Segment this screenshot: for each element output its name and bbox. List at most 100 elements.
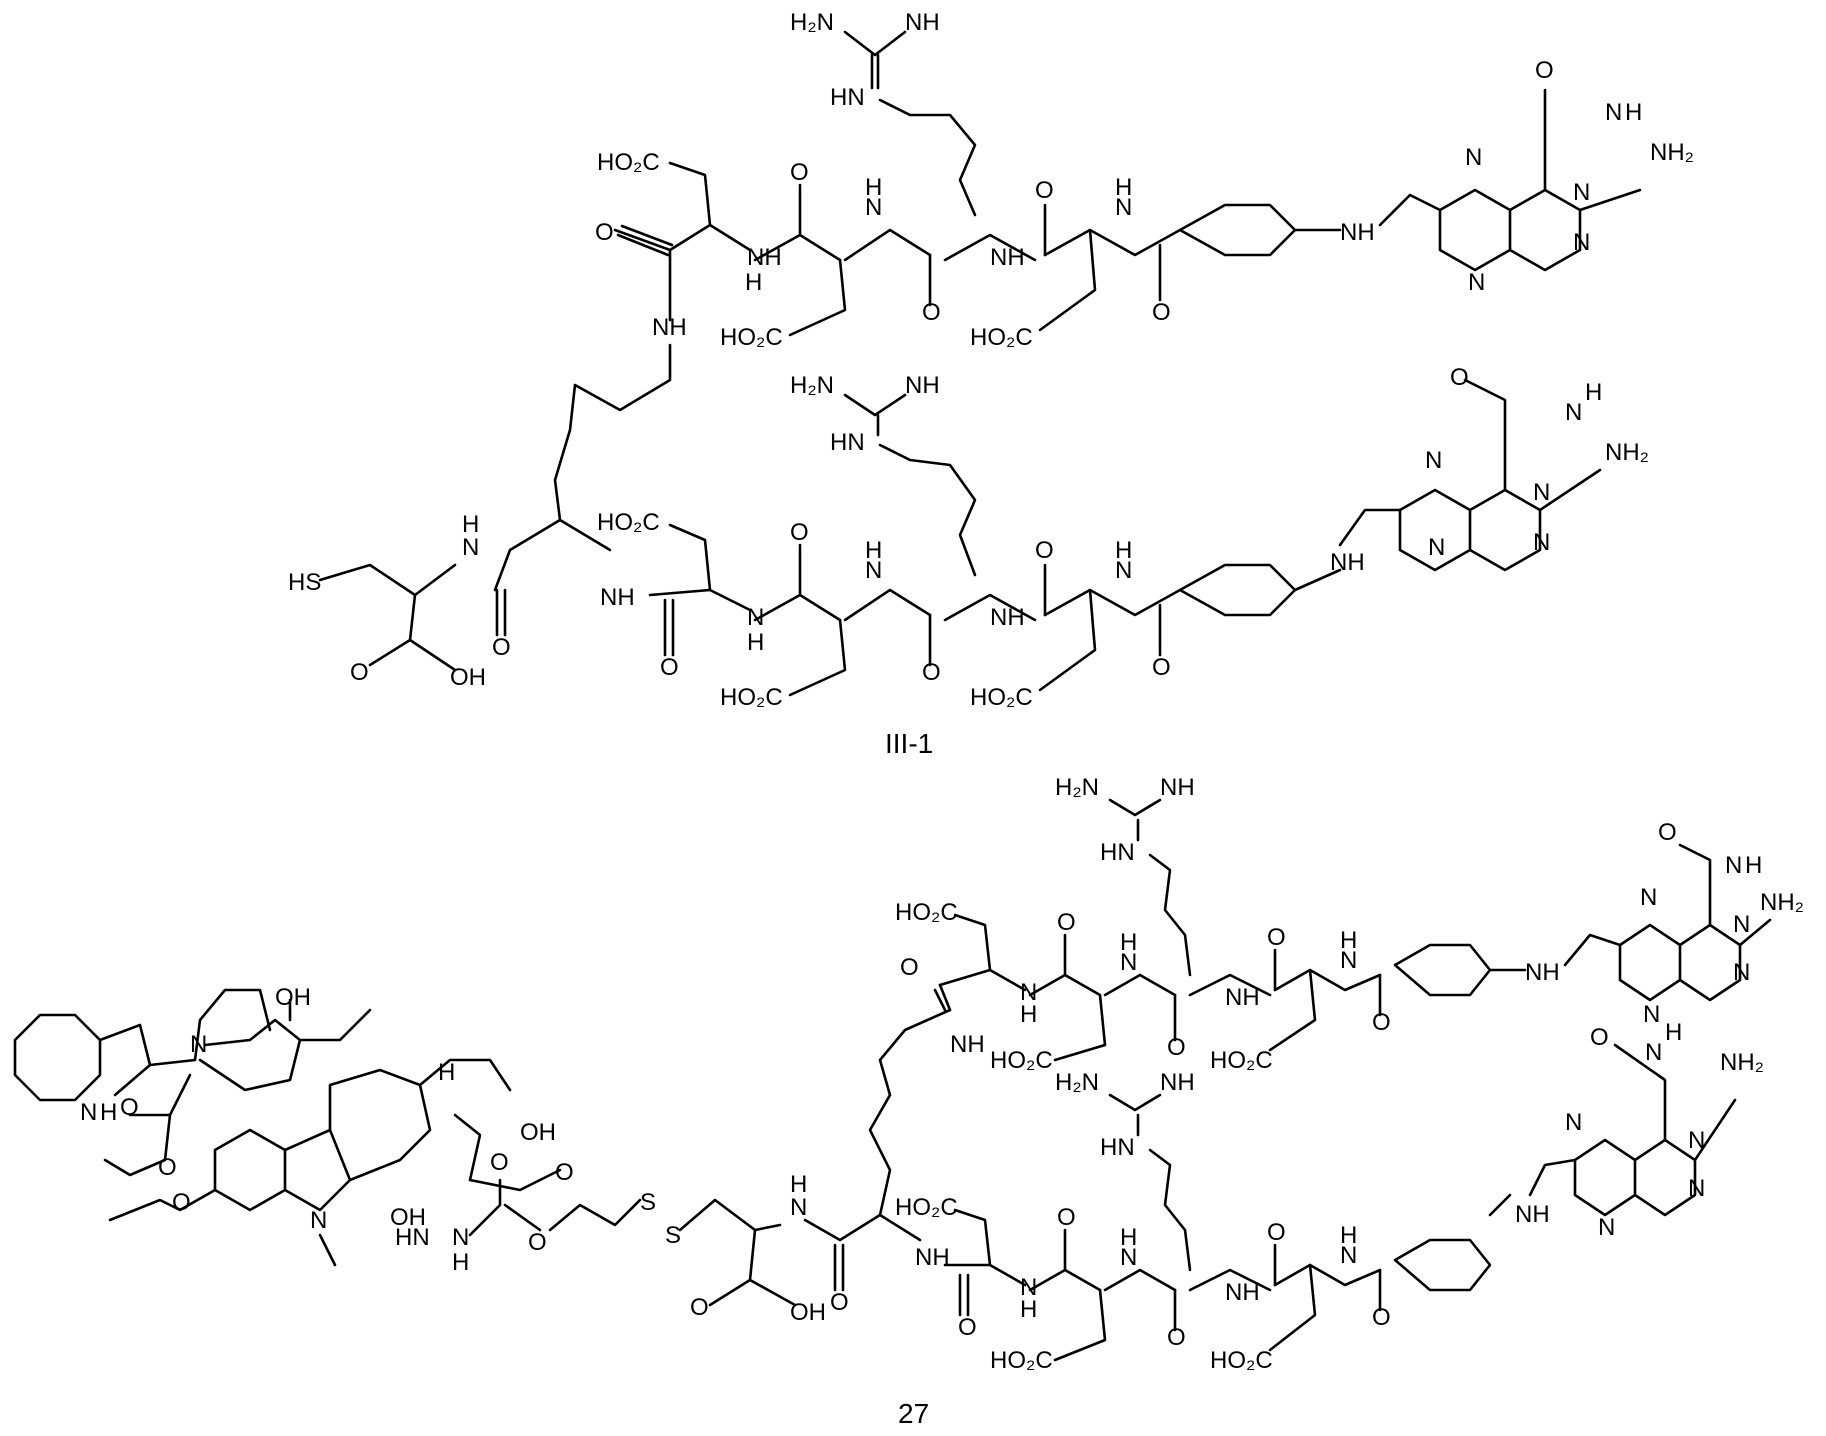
compound-label-27: 27 — [898, 1398, 929, 1429]
upper-backbone — [615, 225, 1180, 260]
pteridine-oxo-bond-27-1 — [1680, 845, 1710, 925]
cys-h: H — [462, 511, 479, 538]
asp2-sidechain — [790, 260, 845, 335]
cys-acid-oh: OH — [450, 664, 486, 691]
backbone-27-2 — [945, 1265, 1380, 1290]
arginine-sidechain — [880, 100, 975, 215]
guanidine-bonds — [845, 32, 905, 88]
carbonyl-o-27-g: O — [1267, 1219, 1286, 1246]
linker-nh-2: NH — [1330, 549, 1365, 576]
pteridine-27-1 — [1620, 925, 1740, 1000]
amide-h-27-a: H — [1020, 1001, 1037, 1028]
guanidine-h2n-27-2: H₂N — [1055, 1069, 1099, 1096]
amide-nh-27-c: NH — [1225, 984, 1260, 1011]
guanidine-h2n-2: H₂N — [790, 372, 834, 399]
amide-nh-27-g: NH — [1225, 1279, 1260, 1306]
peptide-chain-2: H₂N NH HN HO₂C O N H O HO₂C N H O NH O H… — [597, 364, 1649, 711]
hydroxyl-mid: OH — [520, 1119, 556, 1146]
benzene-ring-2 — [1180, 565, 1340, 615]
tertiary-n-lower: N — [310, 1207, 327, 1234]
cys-thiol: HS — [288, 569, 321, 596]
pteridine-nh-27-1: N — [1725, 852, 1742, 879]
carbonyl-o-27-d: O — [1372, 1009, 1391, 1036]
pteridine-amine-27-2: NH₂ — [1720, 1049, 1764, 1076]
compound-label-III-1: III-1 — [885, 728, 933, 759]
pteridine-oxo: O — [1535, 57, 1554, 84]
asp3-carbonyl-o: O — [1035, 177, 1054, 204]
pteridine-n-1: N — [1465, 144, 1482, 171]
arginine-sidechain-27-1 — [1150, 855, 1190, 975]
asp2-acid-27-1: HO₂C — [990, 1047, 1053, 1074]
cys-acid-27 — [710, 1230, 795, 1305]
asp2-acid: HO₂C — [720, 324, 783, 351]
vindoline-aromatic — [215, 1130, 350, 1210]
pteridine-n-2: N — [1468, 269, 1485, 296]
hydrazide-n: N — [452, 1224, 469, 1251]
arginine-sidechain-2 — [880, 445, 975, 575]
guanidine-bonds-27-2 — [1110, 1095, 1160, 1135]
cysteine-backbone — [320, 565, 455, 595]
pteridine-n-5: N — [1425, 447, 1442, 474]
carbonyl-o-27-e: O — [1057, 1204, 1076, 1231]
carbonyl-o-27-c: O — [1267, 924, 1286, 951]
hydroxyl-top: OH — [275, 984, 311, 1011]
asp3-acid: HO₂C — [970, 324, 1033, 351]
pteridine-amine-27-1: NH₂ — [1760, 889, 1804, 916]
benzene-27-2 — [1395, 1195, 1510, 1290]
amide-nh-5: N — [747, 604, 764, 631]
pteridine-amine: NH₂ — [1650, 139, 1694, 166]
asp1-carbonyl-27-1 — [935, 985, 950, 1010]
asp2-carbonyl-o-2: O — [790, 519, 809, 546]
lysine-carbonyl — [497, 590, 505, 635]
asp1-sidechain-27-1 — [955, 915, 990, 970]
cysteine-acid — [370, 595, 455, 670]
lower-backbone — [650, 590, 1180, 620]
arg-carbonyl-o: O — [922, 299, 941, 326]
amide-h-6: H — [865, 537, 882, 564]
asp2-acid-27-2: HO₂C — [990, 1347, 1053, 1374]
asp2-acid-2: HO₂C — [720, 684, 783, 711]
pteridine-n-3: N — [1573, 179, 1590, 206]
pteridine-nh: N — [1605, 99, 1622, 126]
asp1-carbonyl-o-27-2: O — [958, 1314, 977, 1341]
asp2-carbonyl-o: O — [790, 159, 809, 186]
amide-h-27-h: H — [1340, 1222, 1357, 1249]
benzene-27-1 — [1395, 945, 1525, 995]
amide-h-5: H — [747, 629, 764, 656]
cys-acid-o: O — [350, 659, 369, 686]
hydrazide-hn: HN — [395, 1224, 430, 1251]
asp1-to-lys — [670, 225, 710, 320]
linker-nh: NH — [1340, 219, 1375, 246]
pteridine-n-27-b: N — [1643, 1001, 1660, 1028]
asp3-acid-27-1: HO₂C — [1210, 1047, 1273, 1074]
carbonyl-o-27-f: O — [1167, 1324, 1186, 1351]
vindoline-rings — [330, 1060, 510, 1180]
guanidine-hn-27-1: HN — [1100, 839, 1135, 866]
cys-acid-oh-27: OH — [790, 1299, 826, 1326]
carbonyl-o-ester: O — [120, 1094, 139, 1121]
lys-upper-nh-27: NH — [950, 1031, 985, 1058]
ester-o: O — [158, 1154, 177, 1181]
compound-III-1: H₂N NH HN HO₂C O NH H O HO₂C N H — [288, 9, 1694, 759]
pteridine-nh-h-27-1: H — [1745, 852, 1762, 879]
asp3-sidechain-2 — [1040, 590, 1095, 690]
lys-carbonyl-27 — [835, 1245, 843, 1290]
pteridine-27-2 — [1575, 1140, 1695, 1215]
asp3-carbonyl-o-2: O — [1035, 537, 1054, 564]
guanidine-hn-27-2: HN — [1100, 1134, 1135, 1161]
asp3-sidechain-27-2 — [1270, 1265, 1315, 1350]
asp3-sidechain — [1040, 230, 1095, 330]
asp2-sidechain-27-2 — [1055, 1290, 1105, 1360]
pteridine-amine-2: NH₂ — [1605, 439, 1649, 466]
benzene-ring-1 — [1180, 205, 1340, 255]
n-methyl — [320, 1235, 335, 1265]
guanidine-nh-27-2: NH — [1160, 1069, 1195, 1096]
h-mark: H — [438, 1059, 455, 1086]
cys-ch2 — [680, 1200, 755, 1230]
pteridine-oxo-bond-2 — [1465, 380, 1505, 490]
asp1-acid-27-1: HO₂C — [895, 899, 958, 926]
guanidine-hn: HN — [830, 84, 865, 111]
asp1-acid-27-2: HO₂C — [895, 1194, 958, 1221]
lysine-alpha — [495, 520, 610, 590]
